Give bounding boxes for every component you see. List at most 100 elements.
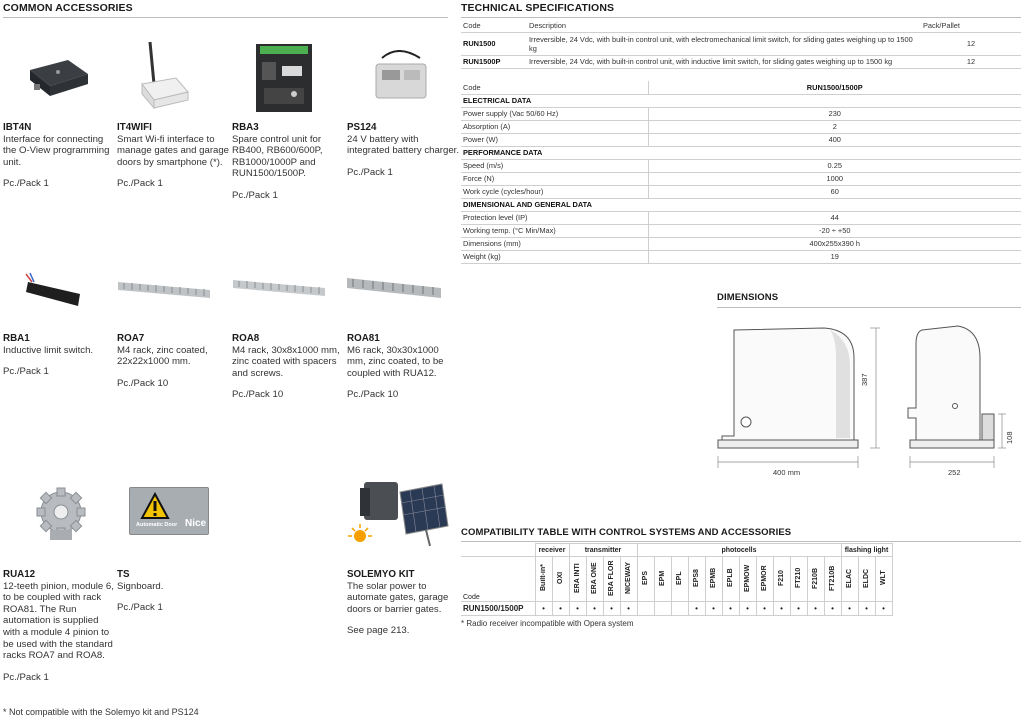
spec-value: 400x255x390 h xyxy=(647,237,1021,251)
compat-cell: • xyxy=(772,601,791,616)
compat-column-header: NICEWAY xyxy=(624,561,632,595)
compat-cell: • xyxy=(840,601,859,616)
accessory-it4wifi: IT4WIFI Smart Wi-fi interface to manage … xyxy=(117,122,229,190)
ibt4n-image xyxy=(30,60,88,96)
product-table-header: Code Description Pack/Pallet xyxy=(461,19,1021,33)
spec-value: 1000 xyxy=(647,172,1021,186)
product-pack: 12 xyxy=(921,32,1021,56)
rba3-image xyxy=(256,44,312,112)
table-row: RUN1500P Irreversible, 24 Vdc, with buil… xyxy=(461,55,1021,69)
product-code: RUN1500P xyxy=(461,55,527,69)
table-row: Work cycle (cycles/hour)60 xyxy=(461,185,1021,199)
table-row: Power (W)400 xyxy=(461,133,1021,147)
spec-value: 0.25 xyxy=(647,159,1021,173)
sun-icon xyxy=(354,530,366,542)
compat-column-header: F210B xyxy=(811,567,819,589)
compat-cell: • xyxy=(857,601,876,616)
spec-label: Absorption (A) xyxy=(461,120,648,134)
dimensions-drawing xyxy=(717,325,1006,468)
compat-column-header: EPM xyxy=(658,570,666,586)
accessory-description: M4 rack, zinc coated, 22x22x1000 mm. xyxy=(117,344,208,368)
accessory-description: The solar power to automate gates, garag… xyxy=(347,580,449,615)
compat-column-header: EPS xyxy=(641,571,649,586)
spec-group-title: PERFORMANCE DATA xyxy=(461,146,1021,160)
table-row: Power supply (Vac 50/60 Hz)230 xyxy=(461,107,1021,121)
accessory-pack: Pc./Pack 1 xyxy=(117,602,163,614)
accessory-pack: Pc./Pack 1 xyxy=(347,166,393,178)
roa7-image xyxy=(118,282,210,298)
spec-label: Weight (kg) xyxy=(461,250,648,264)
compat-cell: • xyxy=(823,601,842,616)
header-pack: Pack/Pallet xyxy=(921,19,1021,33)
accessory-pack: See page 213. xyxy=(347,625,410,637)
accessory-code: ROA81 xyxy=(347,333,380,344)
spec-value: 60 xyxy=(647,185,1021,199)
table-row: Protection level (IP)44 xyxy=(461,211,1021,225)
compat-column-header: ERA INTI xyxy=(573,563,581,593)
accessory-code: SOLEMYO KIT xyxy=(347,569,415,580)
common-accessories-rule xyxy=(3,17,448,18)
table-row: Working temp. (°C Min/Max)-20 ÷ +50 xyxy=(461,224,1021,238)
spec-label: Speed (m/s) xyxy=(461,159,648,173)
compat-column-header: ELAC xyxy=(845,568,853,588)
spec-value: 400 xyxy=(647,133,1021,147)
compatibility-rule xyxy=(461,541,1021,542)
accessory-ps124: PS124 24 V battery with integrated batte… xyxy=(347,122,459,178)
ts-signboard-image: Automatic Door Nice xyxy=(129,487,209,535)
compat-column-header: F210 xyxy=(777,570,785,586)
compat-column-header: ERA ONE xyxy=(590,562,598,594)
compat-column-header: EPL xyxy=(675,571,683,585)
accessory-description: 12-teeth pinion, module 6, to be coupled… xyxy=(3,580,114,662)
table-row: Force (N)1000 xyxy=(461,172,1021,186)
compat-column-header: EPS8 xyxy=(692,569,700,587)
accessory-code: ROA8 xyxy=(232,333,260,344)
compat-column-header: Built-in* xyxy=(539,564,547,592)
roa81-image xyxy=(347,278,441,298)
table-row: Dimensions (mm)400x255x390 h xyxy=(461,237,1021,251)
spec-label: Work cycle (cycles/hour) xyxy=(461,185,648,199)
spec-group-title: DIMENSIONAL AND GENERAL DATA xyxy=(461,198,1021,212)
compat-cell: • xyxy=(619,601,638,616)
accessory-code: TS xyxy=(117,569,130,580)
compat-cell: • xyxy=(721,601,740,616)
spec-label: Dimensions (mm) xyxy=(461,237,648,251)
compat-column-header: ERA FLOR xyxy=(607,560,615,596)
group-receiver: receiver xyxy=(534,543,570,557)
compat-cell: • xyxy=(874,601,893,616)
compat-row-code: RUN1500/1500P xyxy=(461,601,536,616)
compat-cell xyxy=(636,601,655,616)
dimension-height-label: 387 xyxy=(860,373,869,386)
accessory-pack: Pc./Pack 10 xyxy=(347,389,399,401)
accessory-roa81: ROA81 M6 rack, 30x30x1000 mm, zinc coate… xyxy=(347,333,459,401)
accessory-code: ROA7 xyxy=(117,333,145,344)
ps124-image xyxy=(375,50,427,99)
accessory-description: M4 rack, 30x8x1000 mm, zinc coated with … xyxy=(232,344,340,379)
compat-cell: • xyxy=(704,601,723,616)
compat-cell: • xyxy=(738,601,757,616)
spec-label: Power supply (Vac 50/60 Hz) xyxy=(461,107,648,121)
compat-cell: • xyxy=(789,601,808,616)
compat-cell: • xyxy=(602,601,621,616)
accessory-roa8: ROA8 M4 rack, 30x8x1000 mm, zinc coated … xyxy=(232,333,344,401)
table-row: RUN1500/1500P • • • • • • • • • • • • • … xyxy=(461,601,893,616)
group-transmitter: transmitter xyxy=(568,543,638,557)
accessory-solemyo-kit: SOLEMYO KIT The solar power to automate … xyxy=(347,569,459,637)
accessory-ts: TS Signboard. Pc./Pack 1 xyxy=(117,569,229,614)
compat-cell xyxy=(670,601,689,616)
accessory-ibt4n: IBT4N Interface for connecting the O-Vie… xyxy=(3,122,115,190)
accessory-code: RBA1 xyxy=(3,333,30,344)
product-code: RUN1500 xyxy=(461,32,527,56)
accessory-rba3: RBA3 Spare control unit for RB400, RB600… xyxy=(232,122,344,202)
warning-icon xyxy=(140,492,170,519)
accessory-pack: Pc./Pack 1 xyxy=(232,189,278,201)
table-row: RUN1500 Irreversible, 24 Vdc, with built… xyxy=(461,32,1021,56)
accessory-pack: Pc./Pack 1 xyxy=(3,178,49,190)
spec-value: 19 xyxy=(647,250,1021,264)
compat-cell: • xyxy=(585,601,604,616)
accessory-pack: Pc./Pack 10 xyxy=(117,377,169,389)
compatibility-note: * Radio receiver incompatible with Opera… xyxy=(461,619,634,628)
group-photocells: photocells xyxy=(636,543,842,557)
accessory-description: M6 rack, 30x30x1000 mm, zinc coated, to … xyxy=(347,344,444,379)
compat-column-header: WLT xyxy=(879,570,887,586)
spec-value: -20 ÷ +50 xyxy=(647,224,1021,238)
